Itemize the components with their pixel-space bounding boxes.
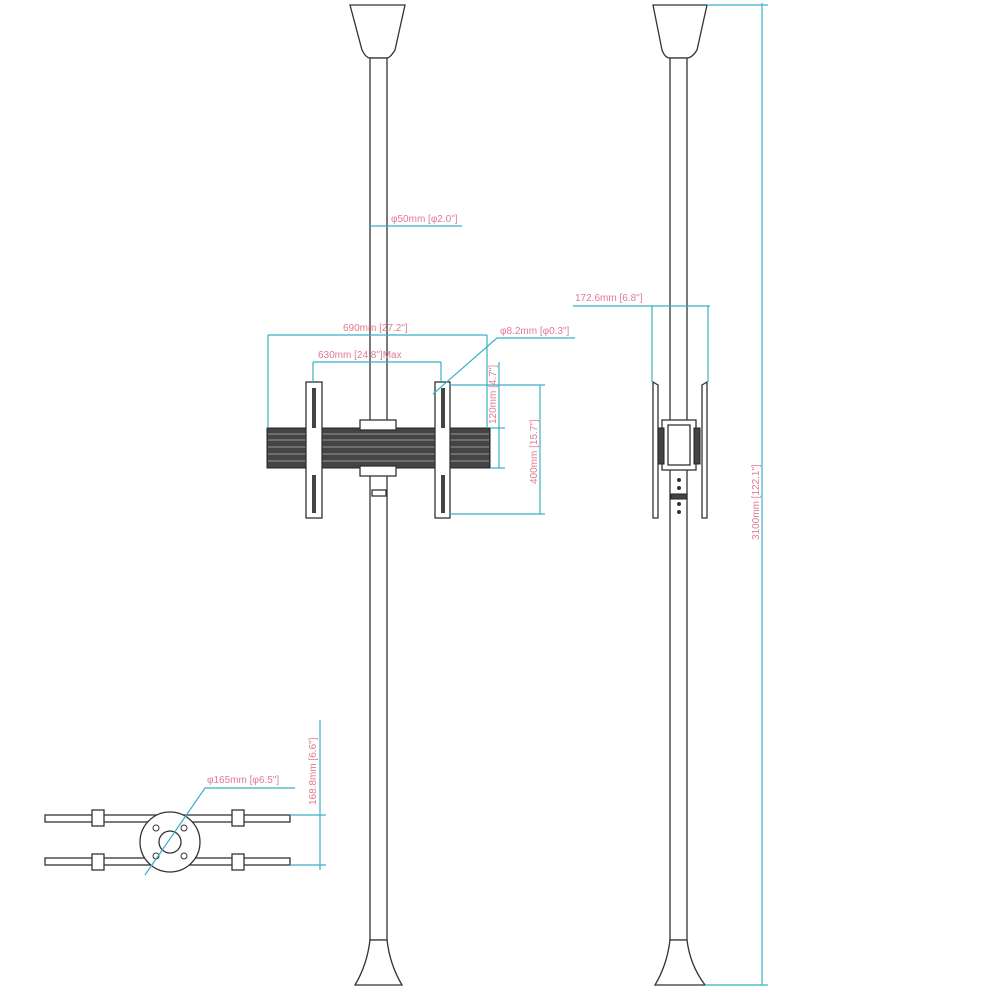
crossbar [266,427,491,469]
clamp-top [359,419,397,431]
vesa-arm-left [305,381,323,519]
bracket-width-label: 690mm [27.2"] [343,323,408,334]
pole-diameter-label: φ50mm [φ2.0"] [391,214,458,225]
bracket-offset-label: 120mm [4.7"] [488,365,499,424]
hole-diameter-label: φ8.2mm [φ0.3"] [500,326,570,337]
base-top-view [44,809,291,873]
vesa-width-label: 630mm [24.8"]Max [318,350,402,361]
rail-spacing-label: 168.8mm [6.6"] [308,737,319,805]
bottom-base [353,939,404,986]
depth-label: 172.6mm [6.8"] [575,293,643,304]
pole [369,57,388,941]
front-view [266,4,491,986]
base-diameter-label: φ165mm [φ6.5"] [207,775,279,786]
clamp-bottom [359,465,397,477]
top-cap [349,4,406,59]
dimension-lines [144,3,768,986]
vesa-arm-right [434,381,451,519]
side-view [652,4,708,986]
vesa-height-label: 400mm [15.7"] [529,419,540,484]
total-height-label: 3100mm [122.1"] [751,464,762,540]
